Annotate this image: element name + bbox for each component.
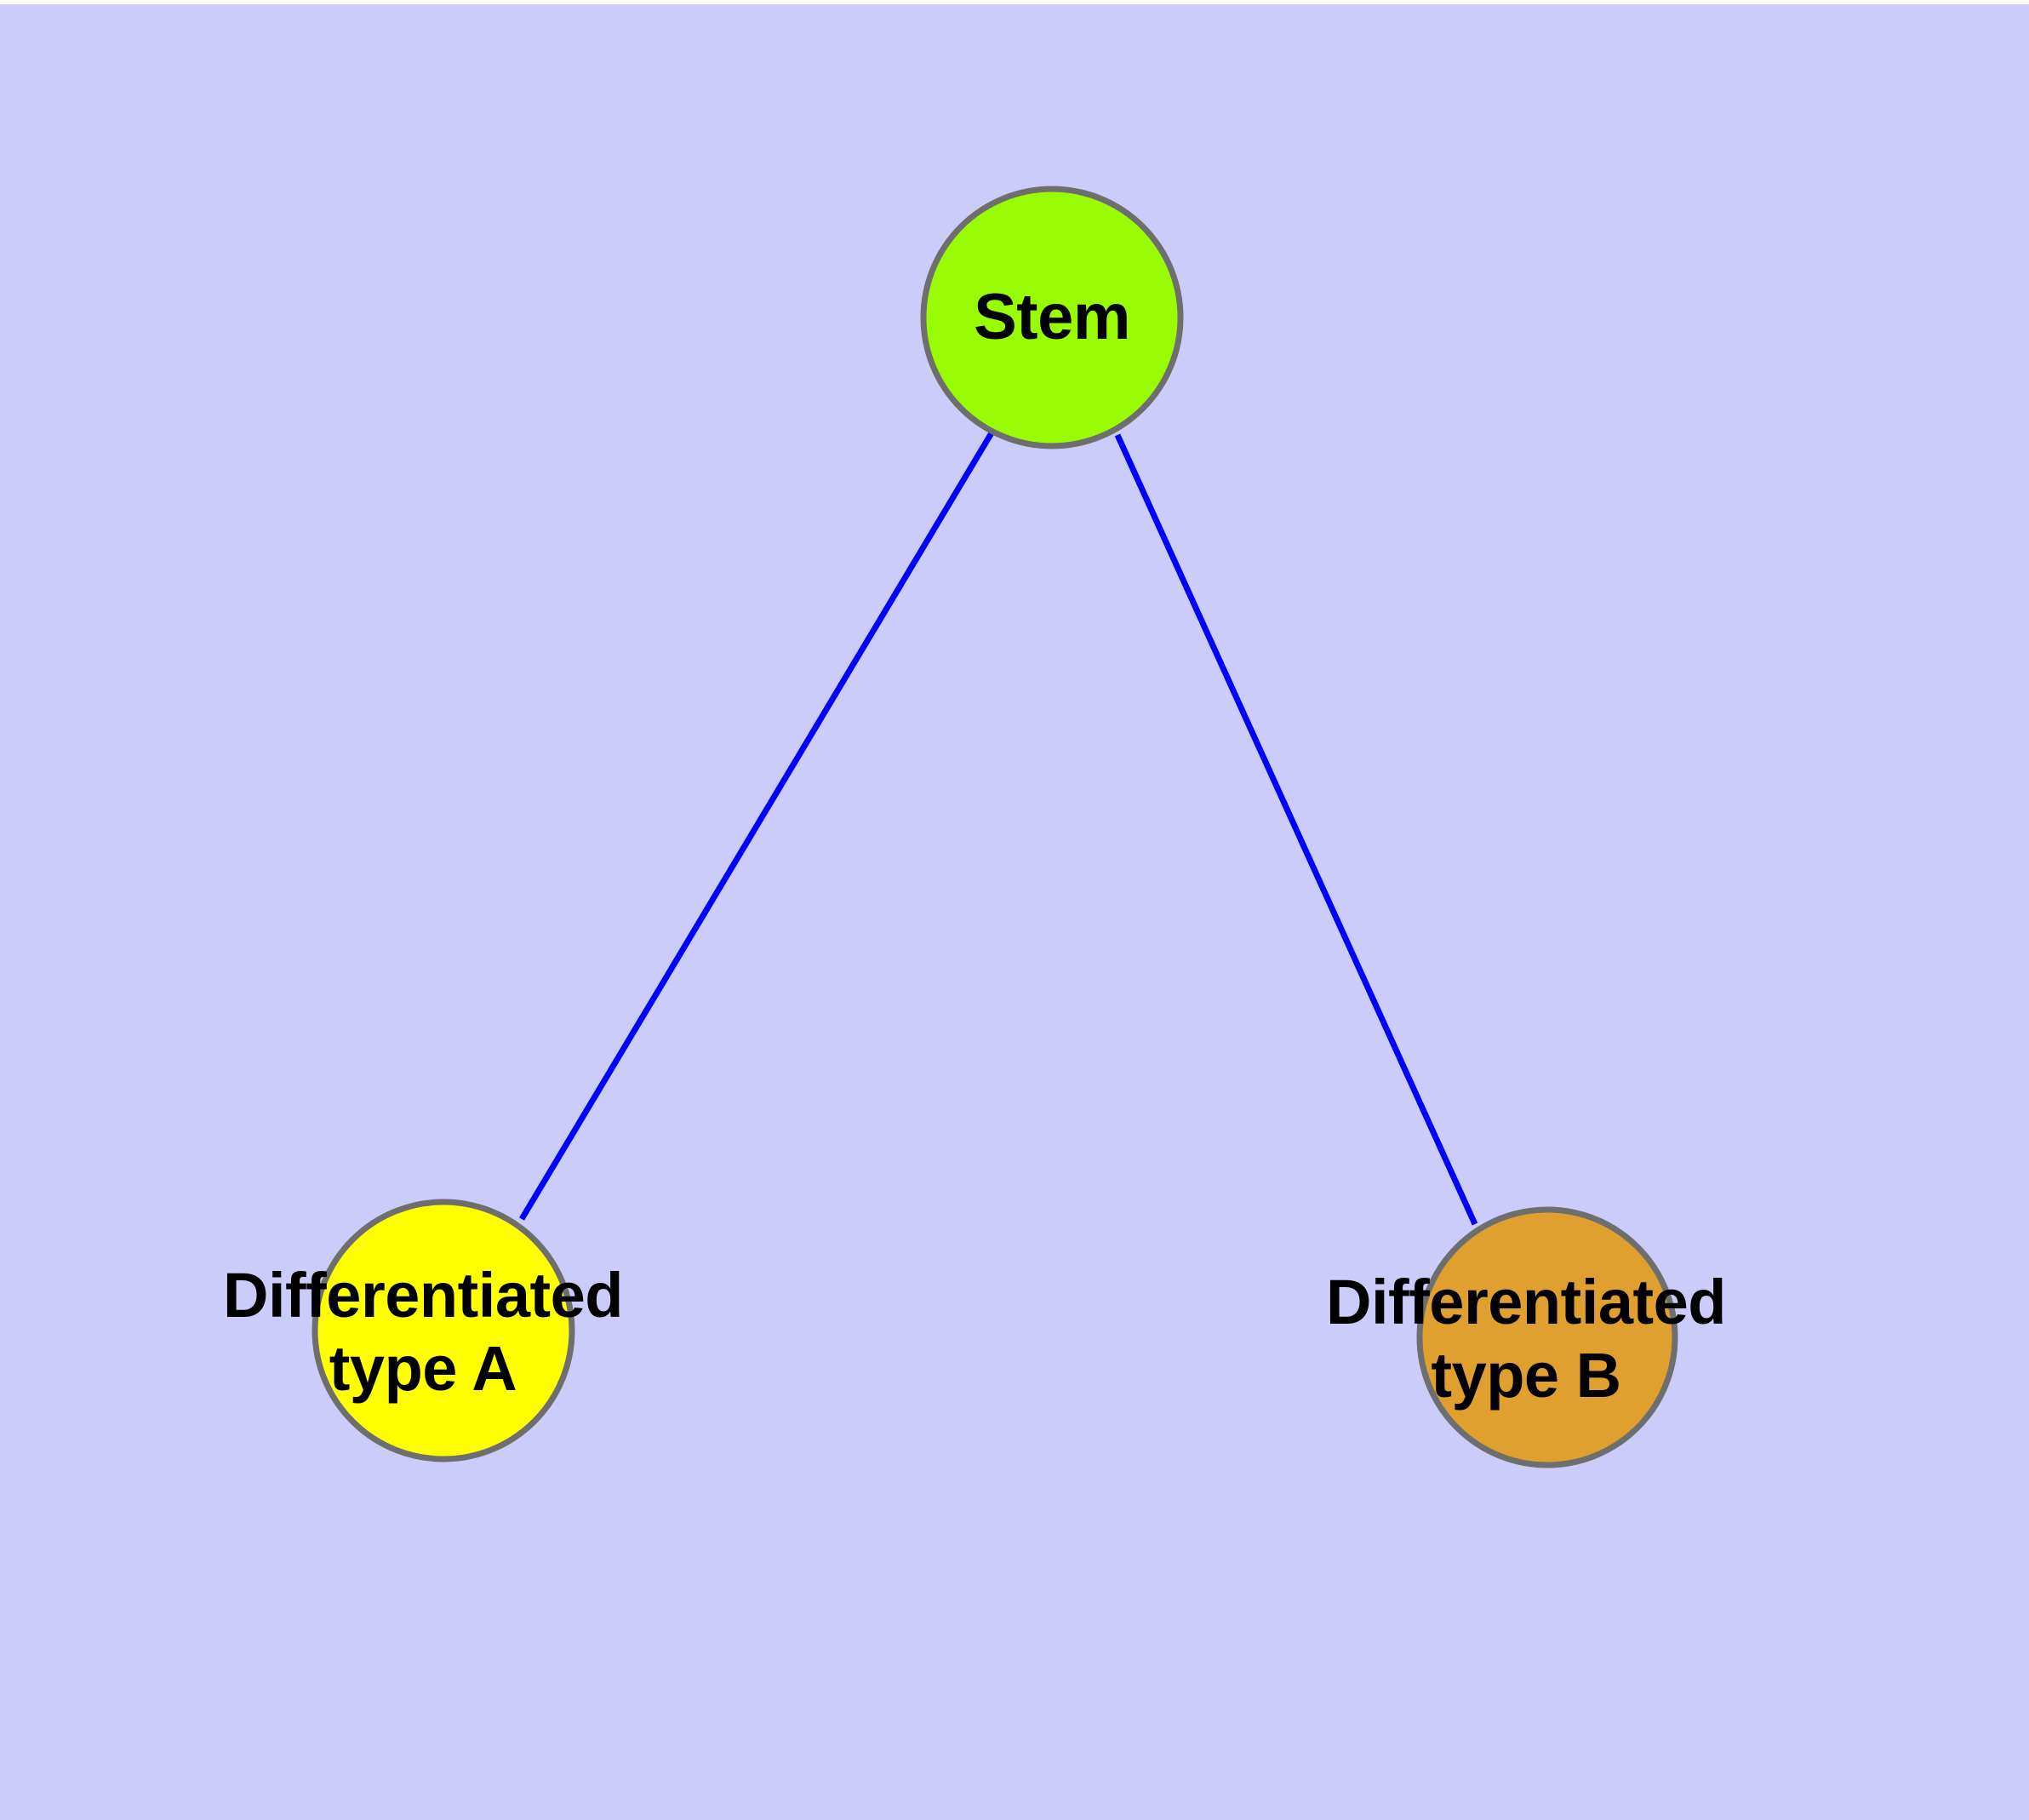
edge-stem-to-diff-b[interactable] (1114, 433, 1478, 1226)
node-stem[interactable] (920, 186, 1184, 449)
node-differentiated-type-b[interactable] (1416, 1206, 1678, 1468)
node-differentiated-type-a[interactable] (311, 1199, 575, 1462)
edge-stem-to-diff-a[interactable] (518, 430, 996, 1221)
node-layer (311, 186, 1678, 1468)
edge-layer (518, 430, 1478, 1226)
